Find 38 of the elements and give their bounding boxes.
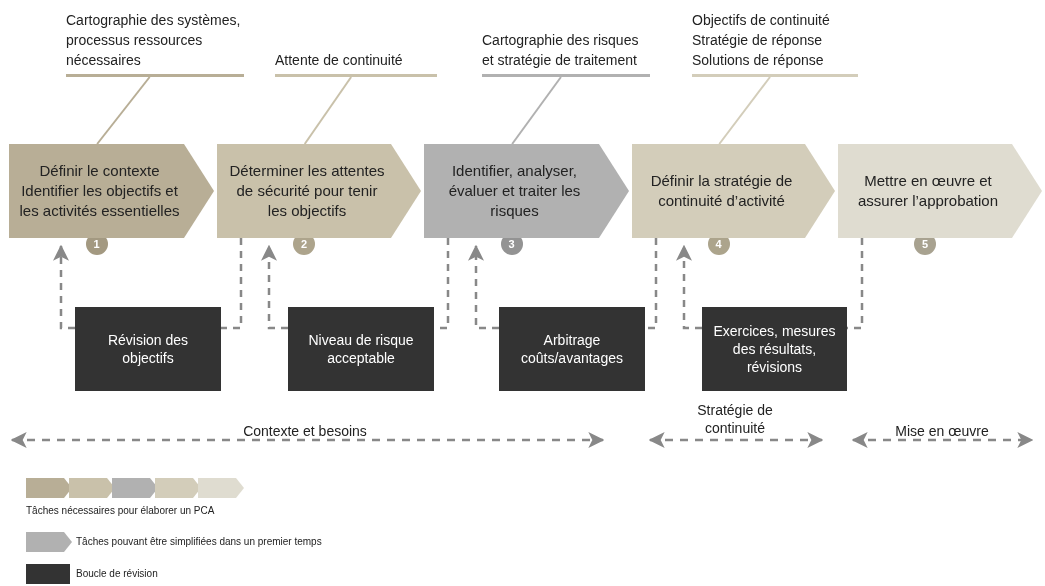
leader-line xyxy=(511,76,562,145)
step-text: Déterminer les attentes de sécurité pour tenir les objectifs xyxy=(228,161,386,221)
process-step xyxy=(9,144,214,238)
step-text: Définir la stratégie de continuité d’activité xyxy=(649,171,794,211)
process-step xyxy=(632,144,835,238)
box-label: Révision des objectifs xyxy=(106,331,190,367)
process-step xyxy=(424,144,629,238)
leader-line xyxy=(303,76,353,145)
revision-loop-arrow xyxy=(53,244,75,330)
callout-text: Objectifs de continuité xyxy=(692,11,831,30)
revision-box xyxy=(702,307,847,391)
revision-loop-arrow xyxy=(261,244,288,330)
revision-box xyxy=(288,307,434,391)
span-label: Contexte et besoins xyxy=(242,422,368,440)
step-text: Définir le contexte Identifier les objectifs et les activités essentielles xyxy=(18,161,181,221)
box-label: Arbitrage coûts/avantages xyxy=(520,331,624,367)
revision-box xyxy=(499,307,645,391)
revision-loop-arrow xyxy=(676,244,702,330)
span-label: Mise en œuvre xyxy=(894,422,990,440)
revision-loop-arrow xyxy=(468,244,499,330)
callout-text: Solutions de réponse xyxy=(692,51,825,70)
step-text: Mettre en œuvre et assurer l’approbation xyxy=(856,171,1000,211)
legend-text: Tâches pouvant être simplifiées dans un premier temps xyxy=(76,536,322,548)
box-label: Exercices, mesures des résultats, révisions xyxy=(712,322,837,376)
box-label: Niveau de risque acceptable xyxy=(307,331,415,367)
callout-text: Cartographie des risques et stratégie de traitement xyxy=(482,31,640,70)
revision-box xyxy=(75,307,221,391)
legend-text: Tâches nécessaires pour élaborer un PCA xyxy=(26,505,215,517)
leader-line xyxy=(718,76,771,145)
step-text: Identifier, analyser, évaluer et traiter les risques xyxy=(447,161,582,221)
callout-text: Cartographie des systèmes, processus ressources nécessaires xyxy=(66,11,242,70)
span-label: Stratégie de continuité xyxy=(696,401,774,437)
process-step xyxy=(838,144,1042,238)
leader-line xyxy=(96,76,151,145)
legend-text: Boucle de révision xyxy=(76,568,158,580)
callout-text: Attente de continuité xyxy=(275,51,404,70)
callout-text: Stratégie de réponse xyxy=(692,31,823,50)
process-step xyxy=(217,144,421,238)
